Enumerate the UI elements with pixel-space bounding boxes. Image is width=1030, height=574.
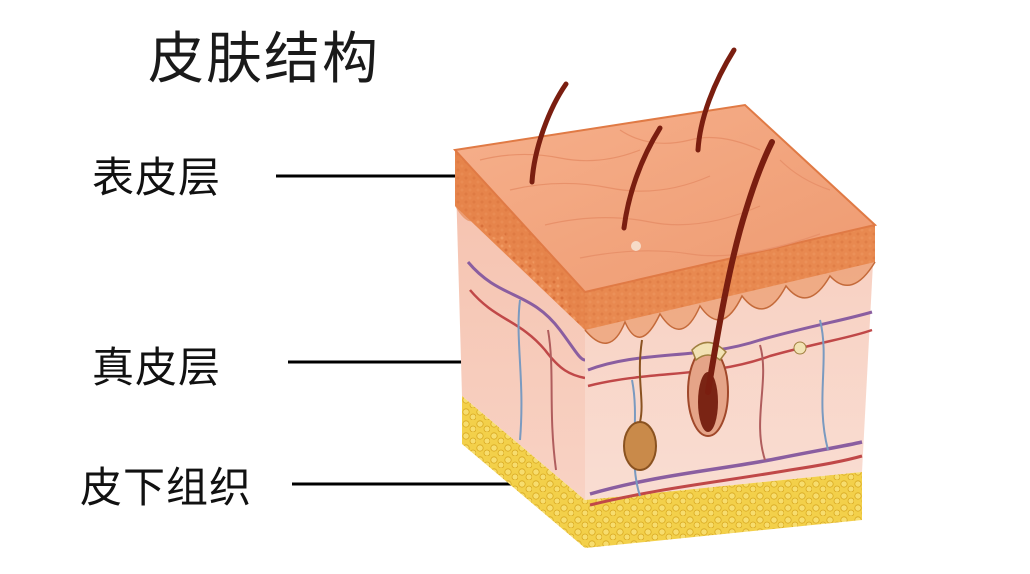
- hairs: [529, 47, 775, 395]
- hair-shaft: [621, 125, 663, 231]
- label-epidermis: 表皮层: [92, 153, 222, 202]
- hair-shaft: [705, 139, 775, 395]
- hair-shaft: [529, 81, 569, 185]
- left-face: [455, 150, 586, 548]
- label-subcutaneous: 皮下组织: [80, 463, 253, 512]
- hair-shaft: [695, 47, 737, 153]
- diagram-title: 皮肤结构: [148, 27, 380, 92]
- label-dermis: 真皮层: [92, 343, 222, 392]
